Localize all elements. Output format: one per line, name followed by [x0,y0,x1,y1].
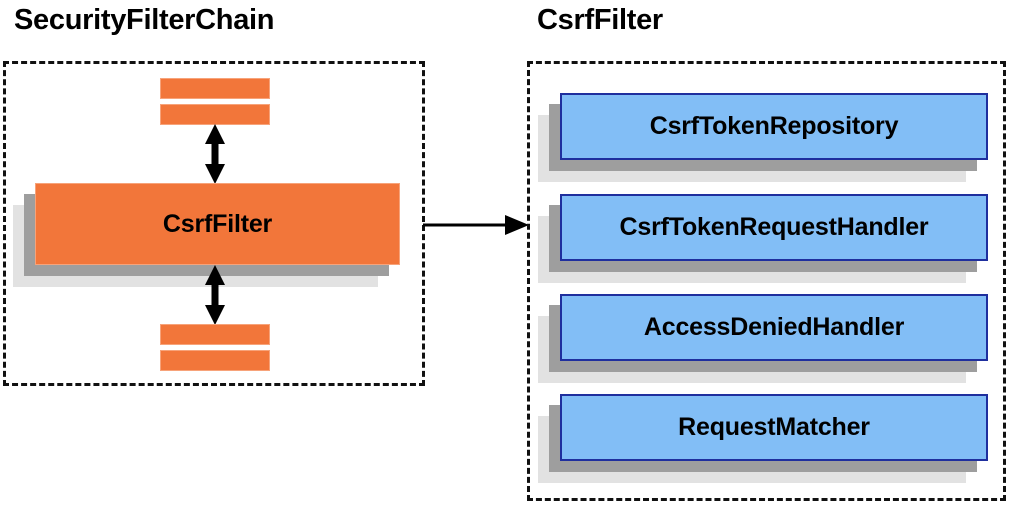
node-label-csrf-filter: CsrfFilter [162,209,273,238]
filter-stub-above-2 [160,104,270,125]
node-label-csrf-token-repository: CsrfTokenRepository [649,112,899,140]
filter-stub-below-2 [160,350,270,371]
filter-stub-below-1 [160,324,270,345]
node-face: AccessDeniedHandler [560,294,988,361]
filter-stub-above-1 [160,78,270,99]
node-face: RequestMatcher [560,394,988,461]
node-csrf-token-request-handler[interactable]: CsrfTokenRequestHandler [538,194,988,283]
csrf-filter-container [527,61,1006,501]
node-request-matcher[interactable]: RequestMatcher [538,394,988,483]
node-csrf-token-repository[interactable]: CsrfTokenRepository [538,93,988,182]
link-arrow-chain-to-csrf [423,215,529,235]
panel-title-security-filter-chain: SecurityFilterChain [14,4,275,36]
connector-arrow-above [205,124,225,184]
node-access-denied-handler[interactable]: AccessDeniedHandler [538,294,988,383]
node-face: CsrfFilter [35,183,400,265]
node-label-access-denied-handler: AccessDeniedHandler [643,313,905,341]
node-csrf-filter[interactable]: CsrfFilter [13,183,400,287]
node-face: CsrfTokenRequestHandler [560,194,988,261]
panel-title-csrf-filter: CsrfFilter [537,4,663,36]
node-label-request-matcher: RequestMatcher [678,413,870,441]
node-face: CsrfTokenRepository [560,93,988,160]
node-label-csrf-token-request-handler: CsrfTokenRequestHandler [619,213,929,241]
connector-arrow-below [205,265,225,325]
